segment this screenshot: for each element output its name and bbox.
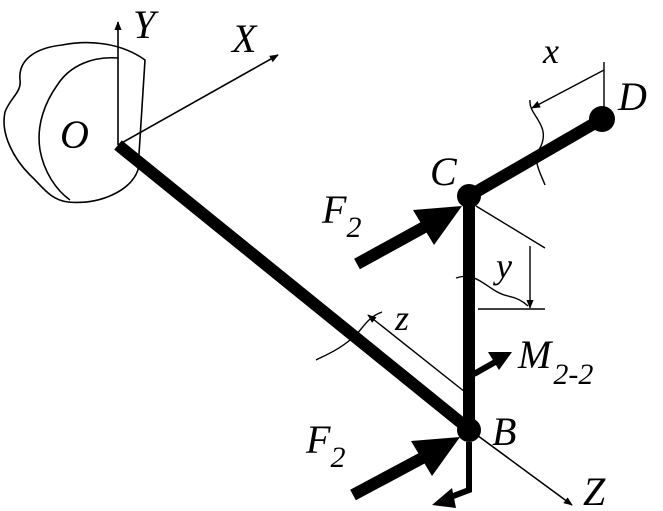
force-arrow-top — [354, 206, 462, 270]
lower-hook-arrow — [432, 442, 472, 508]
point-o-label: O — [60, 112, 89, 157]
dimension-y-label: y — [493, 246, 512, 286]
z-axis-line — [469, 429, 573, 506]
point-b-label: B — [492, 409, 516, 454]
dimension-z-label: z — [394, 298, 409, 338]
axis-z-label: Z — [583, 469, 606, 511]
point-c-label: C — [430, 149, 458, 194]
joint-c — [457, 184, 481, 208]
moment-arrow — [472, 352, 512, 377]
bar-cd — [465, 113, 606, 202]
dimension-z — [315, 311, 466, 393]
bars — [114, 113, 606, 435]
axis-y-label: Y — [133, 2, 159, 47]
joints — [457, 106, 615, 442]
bar-ob — [114, 140, 474, 435]
joint-d — [589, 106, 615, 132]
point-d-label: D — [617, 74, 647, 119]
dimension-y — [455, 205, 546, 310]
x-axis-line — [117, 54, 279, 146]
joint-b — [457, 418, 481, 442]
fixed-support — [3, 41, 146, 204]
dimension-x — [529, 62, 605, 186]
dimension-x-label: x — [542, 31, 559, 71]
force-bottom-label: F2 — [305, 417, 345, 474]
force-arrow-bottom — [350, 437, 460, 501]
axis-x-label: X — [230, 16, 258, 61]
coordinate-axes — [114, 21, 573, 506]
force-top-label: F2 — [321, 187, 361, 244]
moment-label: M2-2 — [517, 332, 593, 391]
